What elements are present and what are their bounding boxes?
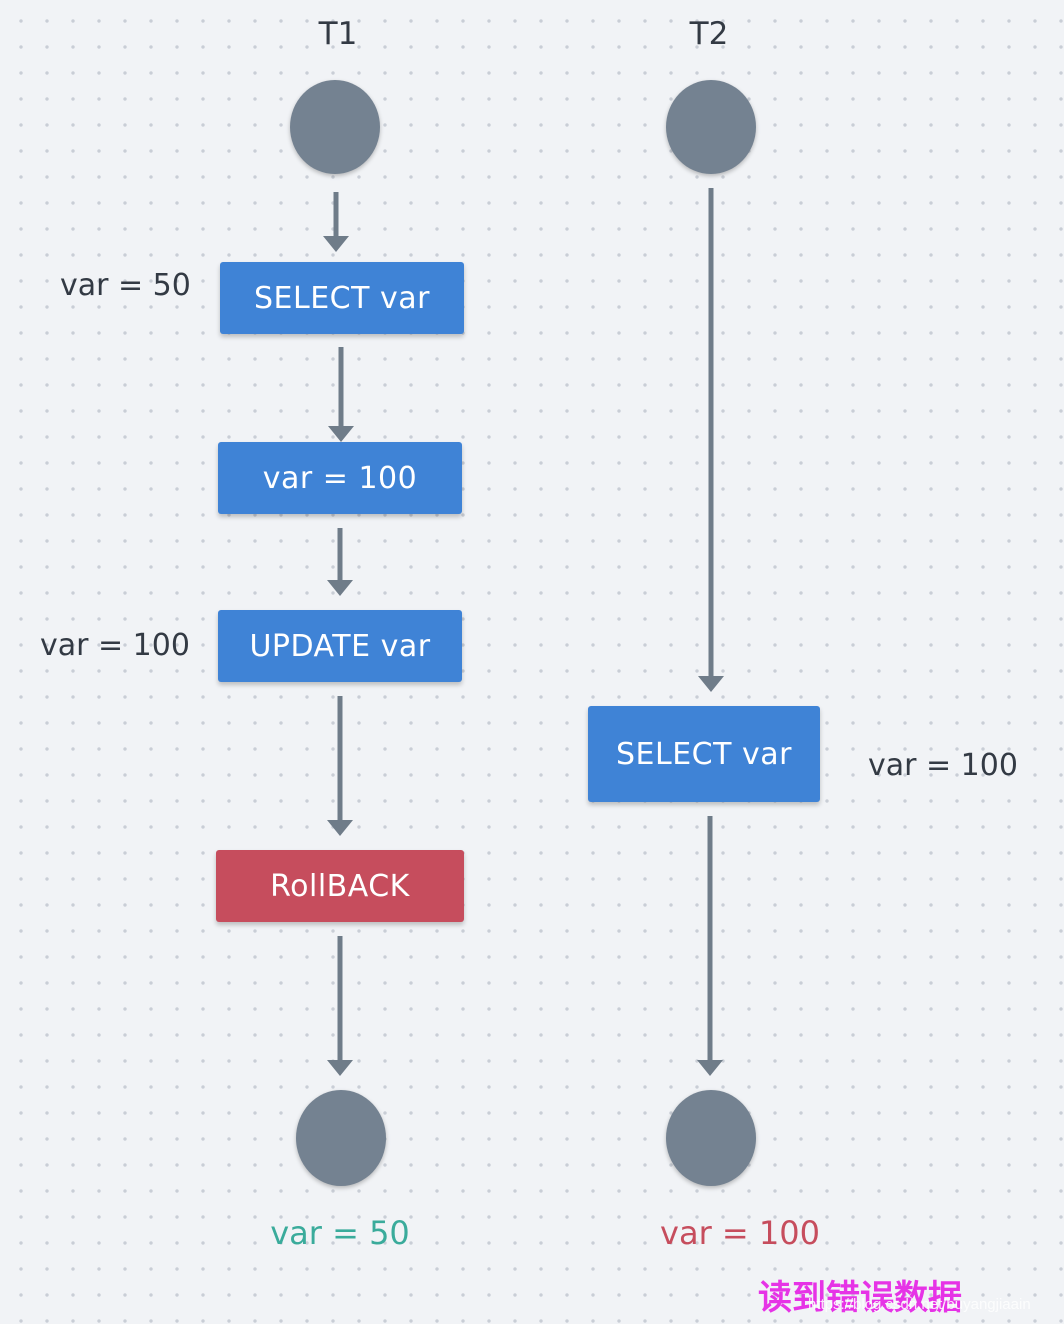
t1-column-title: T1: [318, 16, 358, 52]
t2-select-value-label: var = 100: [868, 748, 1018, 783]
t1-assign-step: var = 100: [218, 442, 462, 514]
t2-start-node: [666, 80, 756, 174]
t2-select-step-label: SELECT var: [616, 736, 792, 772]
t2-end-node: [666, 1090, 756, 1186]
t2-select-step: SELECT var: [588, 706, 820, 802]
t1-select-step-label: SELECT var: [254, 280, 430, 316]
t2-result-value: var = 100: [660, 1214, 820, 1252]
t1-rollback-step: RollBACK: [216, 850, 464, 922]
t1-select-value-label: var = 50: [60, 268, 191, 303]
t1-select-step: SELECT var: [220, 262, 464, 334]
t1-update-value-label: var = 100: [40, 628, 190, 663]
t1-rollback-step-label: RollBACK: [270, 868, 410, 904]
watermark-url: https://blog.csdn.net/buyangjiaain: [808, 1296, 1031, 1313]
t1-assign-step-label: var = 100: [262, 460, 418, 496]
t1-end-node: [296, 1090, 386, 1186]
t1-result-value: var = 50: [270, 1214, 410, 1252]
dirty-read-note: 读到错误数据: [758, 1278, 962, 1318]
t1-start-node: [290, 80, 380, 174]
t1-update-step: UPDATE var: [218, 610, 462, 682]
t2-column-title: T2: [689, 16, 729, 52]
t1-update-step-label: UPDATE var: [249, 628, 431, 664]
